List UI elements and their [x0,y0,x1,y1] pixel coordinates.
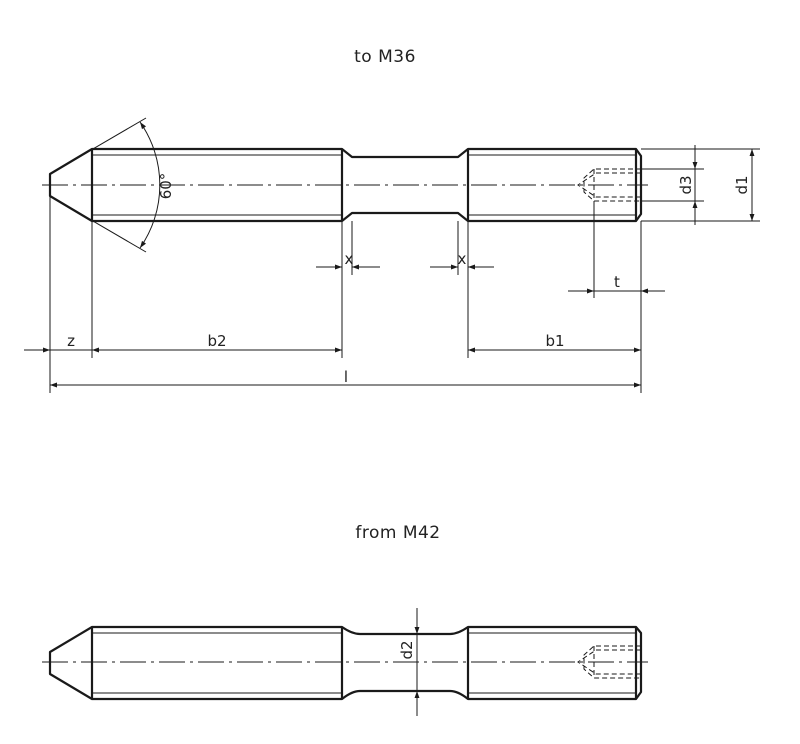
d1-dimension: d1 [641,148,760,222]
angle-label: 60° [157,173,175,200]
d3-label: d3 [677,175,695,194]
angle-dimension: 60° [49,117,175,253]
hidden-tapped-hole-bottom [577,645,641,679]
l-label: l [344,368,348,386]
t-dimension: t [568,201,665,298]
hidden-tapped-hole-top [577,168,641,202]
x-dimension-left: x [316,221,380,275]
b1-label: b1 [545,332,564,350]
view-title-bottom: from M42 [355,523,440,543]
z-label: z [67,332,75,350]
x-left-label: x [345,250,354,268]
stud-bolt-top [42,147,648,223]
d2-label: d2 [398,640,416,659]
t-label: t [614,273,620,291]
b2-label: b2 [207,332,226,350]
x-right-label: x [458,250,467,268]
d2-dimension: d2 [398,608,420,716]
length-dimensions: z b2 b1 l [24,196,642,393]
x-dimension-right: x [430,221,494,275]
view-title-top: to M36 [354,47,416,67]
stud-bolt-bottom [42,625,648,701]
d3-dimension: d3 [641,145,704,225]
d1-label: d1 [733,175,751,194]
